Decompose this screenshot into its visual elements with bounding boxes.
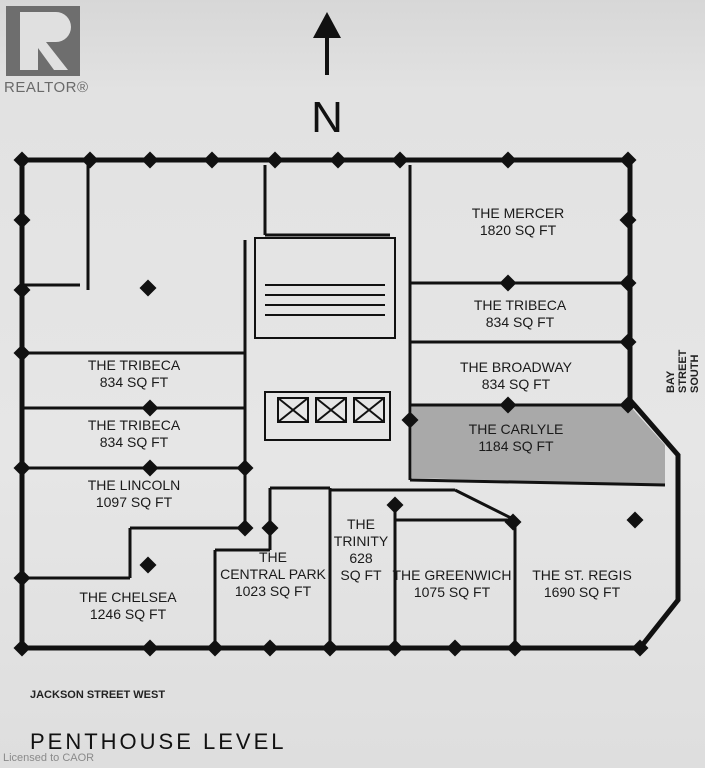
unit-name: THE ST. REGIS (532, 567, 632, 583)
unit-name: THE CARLYLE (469, 421, 564, 437)
column-marker (266, 151, 284, 169)
realtor-logo-text: REALTOR® (4, 79, 89, 96)
column-marker (619, 333, 637, 351)
column-marker (13, 569, 31, 587)
street-label-east: BAY STREET SOUTH (665, 349, 701, 393)
unit-area: 834 SQ FT (482, 376, 551, 392)
column-marker (236, 459, 254, 477)
unit-area: 1690 SQ FT (544, 584, 621, 600)
column-marker (203, 151, 221, 169)
column-marker (141, 639, 159, 657)
unit-name: THE (259, 549, 287, 565)
column-marker (261, 519, 279, 537)
walls (19, 157, 681, 651)
stairs (254, 237, 396, 339)
column-marker (619, 211, 637, 229)
column-marker (506, 639, 524, 657)
column-marker (619, 274, 637, 292)
unit-area: 1097 SQ FT (96, 494, 173, 510)
column-marker (141, 399, 159, 417)
unit-name: THE CHELSEA (79, 589, 177, 605)
unit-area: 1820 SQ FT (480, 222, 557, 238)
unit-area: 834 SQ FT (486, 314, 555, 330)
unit-area: TRINITY (334, 533, 389, 549)
column-marker (446, 639, 464, 657)
column-marker (391, 151, 409, 169)
unit-area: 834 SQ FT (100, 434, 169, 450)
unit-area: 1246 SQ FT (90, 606, 167, 622)
column-marker (499, 151, 517, 169)
unit-name: THE BROADWAY (460, 359, 573, 375)
unit-name: THE (347, 516, 375, 532)
elevators (264, 391, 391, 441)
street-label-south: JACKSON STREET WEST (30, 689, 166, 701)
unit-area: 834 SQ FT (100, 374, 169, 390)
column-marker (321, 639, 339, 657)
north-arrow-icon (313, 12, 341, 75)
carlyle-highlight (412, 406, 665, 485)
column-marker (141, 459, 159, 477)
unit-name: THE TRIBECA (88, 357, 181, 373)
column-marker (386, 639, 404, 657)
column-marker (141, 151, 159, 169)
column-markers (13, 151, 649, 657)
unit-area: 628 (349, 550, 373, 566)
column-marker (329, 151, 347, 169)
column-marker (139, 279, 157, 297)
column-marker (499, 396, 517, 414)
column-marker (504, 513, 522, 531)
column-marker (13, 344, 31, 362)
column-marker (386, 496, 404, 514)
column-marker (13, 151, 31, 169)
column-marker (401, 411, 419, 429)
unit-area: 1184 SQ FT (478, 438, 554, 454)
unit-area: SQ FT (340, 567, 382, 583)
column-marker (499, 274, 517, 292)
license-text: Licensed to CAOR (3, 752, 95, 764)
unit-name: THE TRIBECA (88, 417, 181, 433)
column-marker (139, 556, 157, 574)
north-label: N (311, 93, 343, 142)
unit-area: CENTRAL PARK (220, 566, 326, 582)
column-marker (626, 511, 644, 529)
floor-title: PENTHOUSE LEVEL (30, 729, 287, 754)
column-marker (261, 639, 279, 657)
unit-name: THE LINCOLN (88, 477, 181, 493)
column-marker (631, 639, 649, 657)
column-marker (13, 459, 31, 477)
unit-name: THE MERCER (472, 205, 565, 221)
column-marker (619, 151, 637, 169)
column-marker (81, 151, 99, 169)
unit-name: THE GREENWICH (393, 567, 512, 583)
column-marker (13, 639, 31, 657)
column-marker (206, 639, 224, 657)
column-marker (13, 211, 31, 229)
unit-area: 1075 SQ FT (414, 584, 491, 600)
unit-name: THE TRIBECA (474, 297, 567, 313)
column-marker (236, 519, 254, 537)
column-marker (619, 396, 637, 414)
realtor-logo (6, 6, 80, 76)
unit-area: 1023 SQ FT (235, 583, 312, 599)
